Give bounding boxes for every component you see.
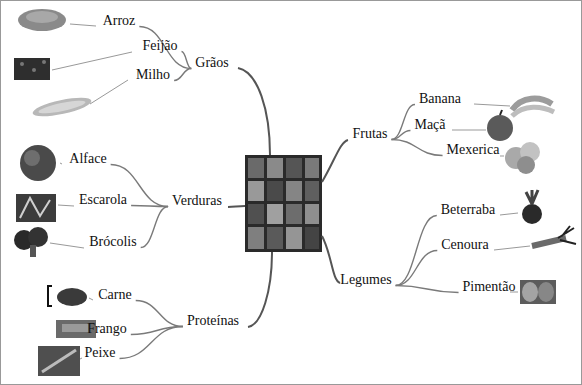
item-label: Maçã — [412, 116, 447, 133]
item-label: Banana — [417, 90, 463, 107]
category-label: Verduras — [170, 192, 224, 209]
label-text: Cenoura — [441, 236, 488, 253]
branch-connector — [141, 207, 168, 248]
food-picture — [14, 9, 576, 376]
item-label: Carne — [96, 286, 133, 303]
branch-connector — [131, 206, 168, 207]
item-label: Pimentão — [461, 278, 518, 295]
item-label: Frango — [85, 320, 129, 337]
category-label: Frutas — [351, 125, 390, 142]
branch-connector — [174, 69, 191, 81]
label-text: Frango — [87, 320, 127, 337]
branch-connector — [139, 27, 191, 69]
label-text: Beterraba — [441, 201, 495, 218]
category-label: Proteínas — [185, 312, 241, 329]
label-text: Brócolis — [89, 233, 136, 250]
branch-connector — [136, 301, 183, 327]
branch-line — [228, 68, 348, 327]
branch-connector — [396, 216, 437, 286]
label-text: Alface — [69, 150, 106, 167]
label-text: Milho — [136, 66, 170, 83]
label-text: Escarola — [79, 191, 127, 208]
category-label: Grãos — [193, 54, 230, 71]
item-label: Escarola — [77, 191, 129, 208]
label-text: Arroz — [103, 12, 136, 29]
item-label: Feijão — [141, 37, 180, 54]
label-text: Carne — [98, 286, 131, 303]
item-label: Brócolis — [87, 233, 138, 250]
label-text: Verduras — [172, 192, 222, 209]
item-label: Beterraba — [439, 201, 497, 218]
branch-connector — [120, 327, 183, 359]
branch-connector — [392, 140, 443, 156]
label-text: Proteínas — [187, 312, 239, 329]
branch-connector — [182, 52, 192, 69]
label-text: Legumes — [340, 271, 391, 288]
item-label: Milho — [134, 66, 172, 83]
label-text: Banana — [419, 90, 461, 107]
item-label: Arroz — [101, 12, 138, 29]
label-text: Frutas — [353, 125, 388, 142]
item-label: Mexerica — [445, 141, 502, 158]
item-label: Alface — [67, 150, 108, 167]
category-label: Legumes — [338, 271, 393, 288]
food-collage — [245, 155, 322, 252]
branch-connector — [392, 131, 411, 140]
item-label: Cenoura — [439, 236, 490, 253]
leader-line — [50, 24, 530, 359]
branch-connector — [392, 105, 416, 140]
label-text: Feijão — [143, 37, 178, 54]
label-text: Pimentão — [463, 278, 516, 295]
item-label: Peixe — [82, 344, 117, 361]
label-text: Peixe — [84, 344, 115, 361]
label-text: Mexerica — [447, 141, 500, 158]
branch-connector — [396, 286, 459, 293]
branch-connector — [396, 251, 438, 286]
label-text: Grãos — [195, 54, 228, 71]
label-text: Maçã — [414, 116, 445, 133]
